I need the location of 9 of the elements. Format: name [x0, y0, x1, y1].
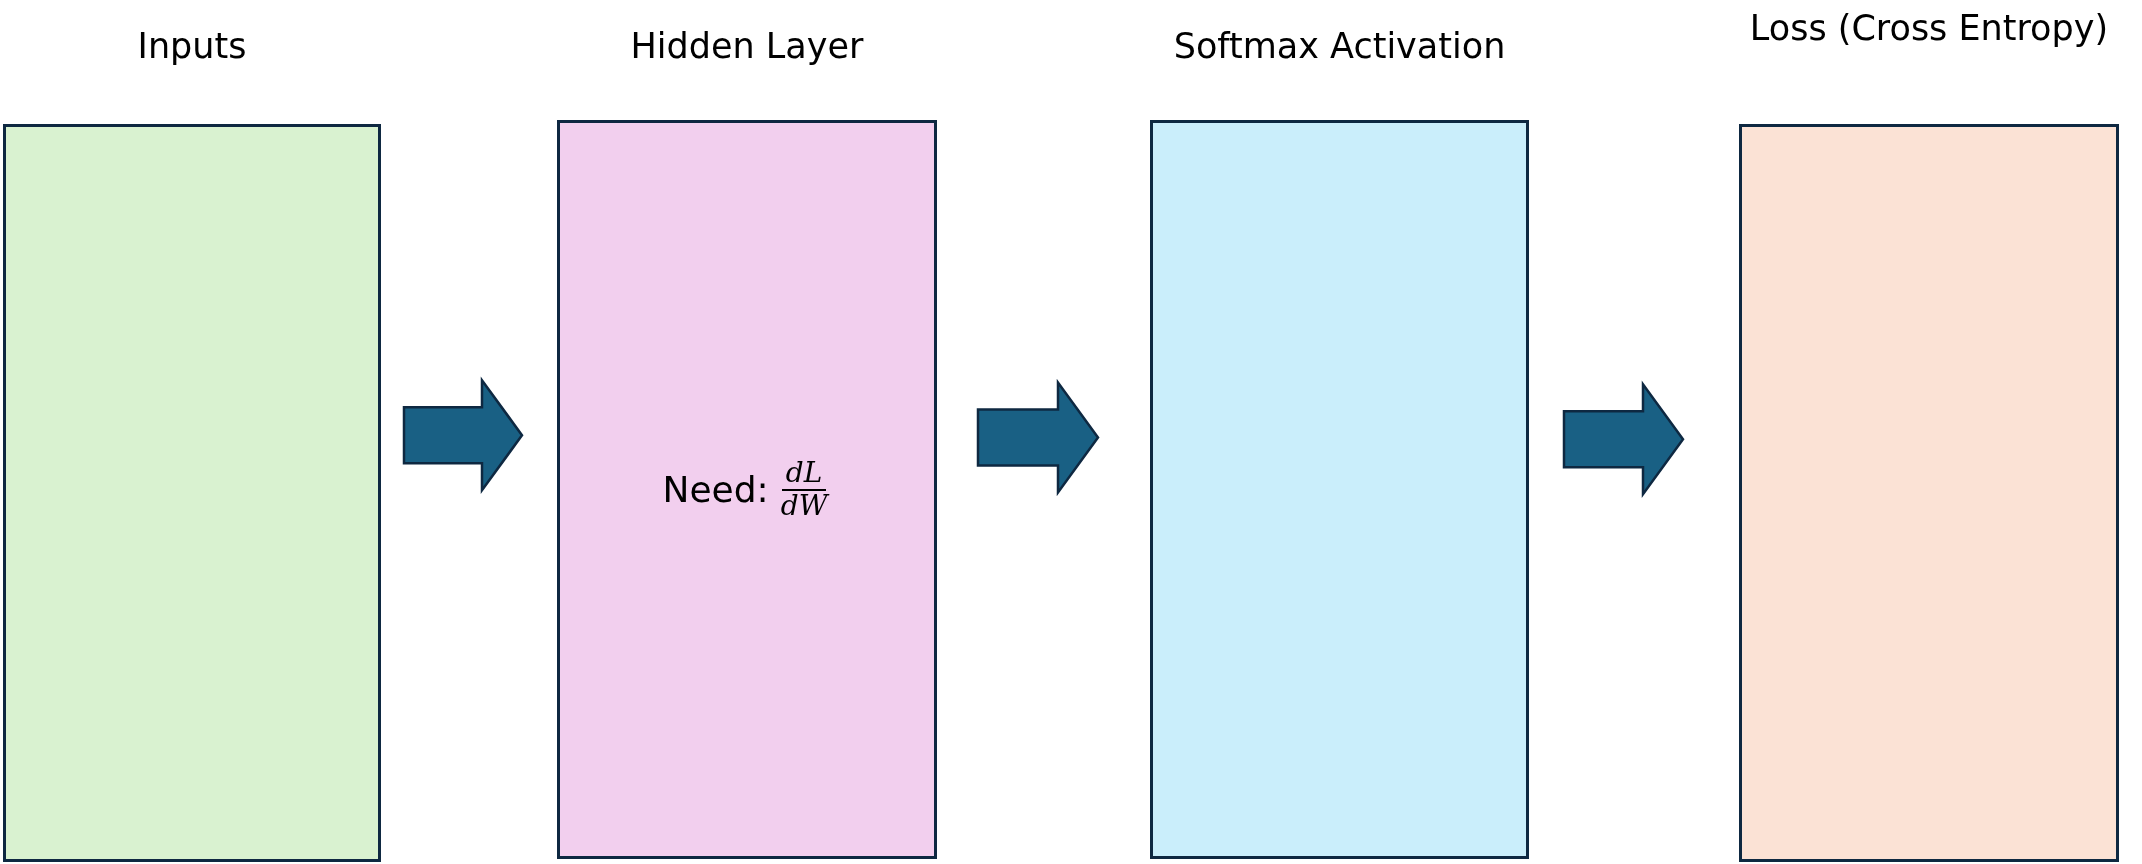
layer-title: Softmax Activation: [1173, 25, 1506, 67]
layer-title: Loss (Cross Entropy): [1749, 7, 2109, 49]
body-text: Need:: [662, 469, 769, 510]
block-arrow: [402, 376, 524, 495]
block-arrow: [976, 378, 1100, 497]
layer-title: Inputs: [137, 25, 247, 67]
layer-title: Hidden Layer: [630, 25, 864, 67]
fraction: dL dW: [779, 457, 831, 522]
block-arrow: [1562, 380, 1685, 499]
